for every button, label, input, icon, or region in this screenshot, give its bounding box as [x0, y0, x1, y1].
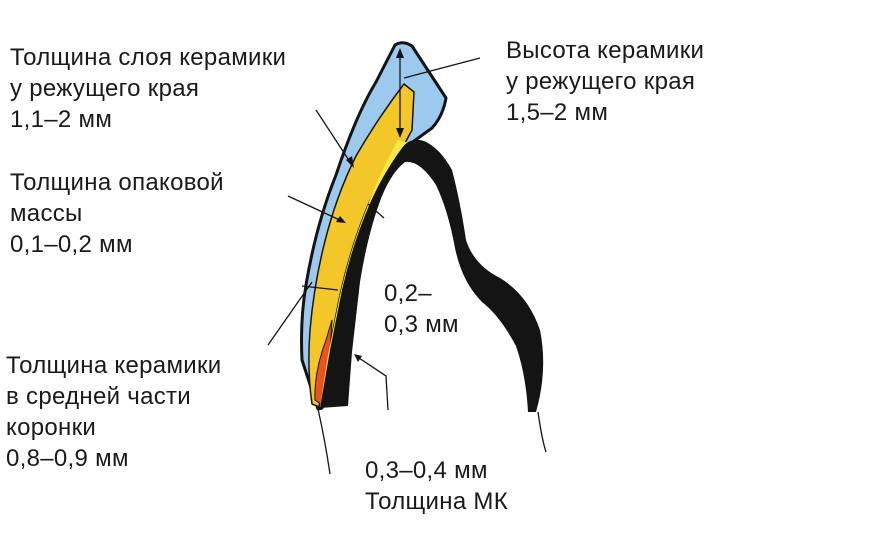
leader-metal: [355, 355, 389, 411]
root-outline-right: [537, 411, 547, 453]
leader-opaque: [287, 195, 345, 223]
label-middle-thickness: Толщина керамики в средней части коронки…: [6, 352, 222, 472]
leader-middle: [267, 281, 313, 346]
leader-metal-head: [354, 354, 362, 362]
leader-middle-cross: [301, 285, 339, 291]
height-arrow-head-bottom: [396, 128, 404, 138]
height-arrow-head-top: [396, 48, 404, 58]
metal-frame: [320, 139, 544, 412]
root-outline-left: [317, 408, 331, 475]
label-incisal-height: Высота керамики у режущего края 1,5–2 мм: [506, 37, 705, 126]
leader-incisal-thickness-head: [346, 156, 354, 168]
label-opaque-thickness: Толщина опаковой массы 0,1–0,2 мм: [10, 169, 224, 258]
label-metal-thickness: 0,3–0,4 мм Толщина МК: [365, 457, 509, 515]
leader-opaque-inner-head: [368, 204, 376, 211]
leader-incisal-height: [403, 57, 481, 79]
label-incisal-layer-thickness: Толщина слоя керамики у режущего края 1,…: [10, 44, 287, 133]
leader-opaque-head: [336, 216, 346, 223]
leader-incisal-thickness: [315, 109, 353, 166]
label-inner-gap: 0,2– 0,3 мм: [384, 280, 459, 338]
